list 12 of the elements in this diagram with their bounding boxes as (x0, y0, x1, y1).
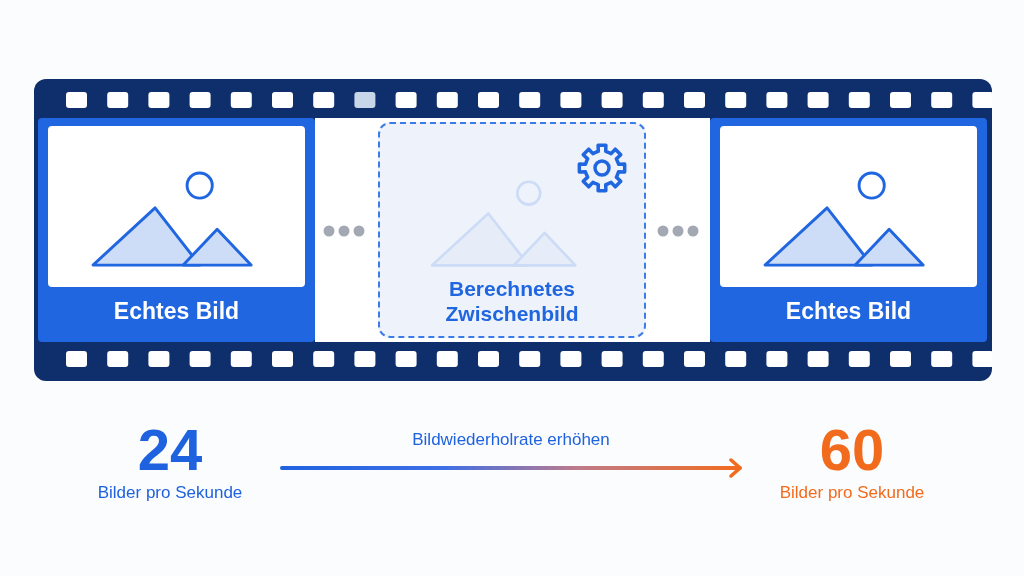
unit-text: Bilder pro Sekunde (96, 482, 244, 504)
frame-label: Berechnetes Zwischenbild (444, 276, 580, 326)
unit-text: Bilder pro Sekunde (778, 482, 926, 504)
frame-rate-number: 60 (818, 418, 886, 482)
frame-label: Echtes Bild (784, 298, 913, 325)
frame-label: Echtes Bild (112, 298, 241, 325)
film-frame (710, 118, 987, 342)
edge-label: Bildwiederholrate erhöhen (411, 430, 611, 450)
film-frame (38, 118, 315, 342)
arrow (280, 458, 742, 478)
computed-frame (378, 122, 646, 338)
frame-rate-number: 24 (136, 418, 204, 482)
